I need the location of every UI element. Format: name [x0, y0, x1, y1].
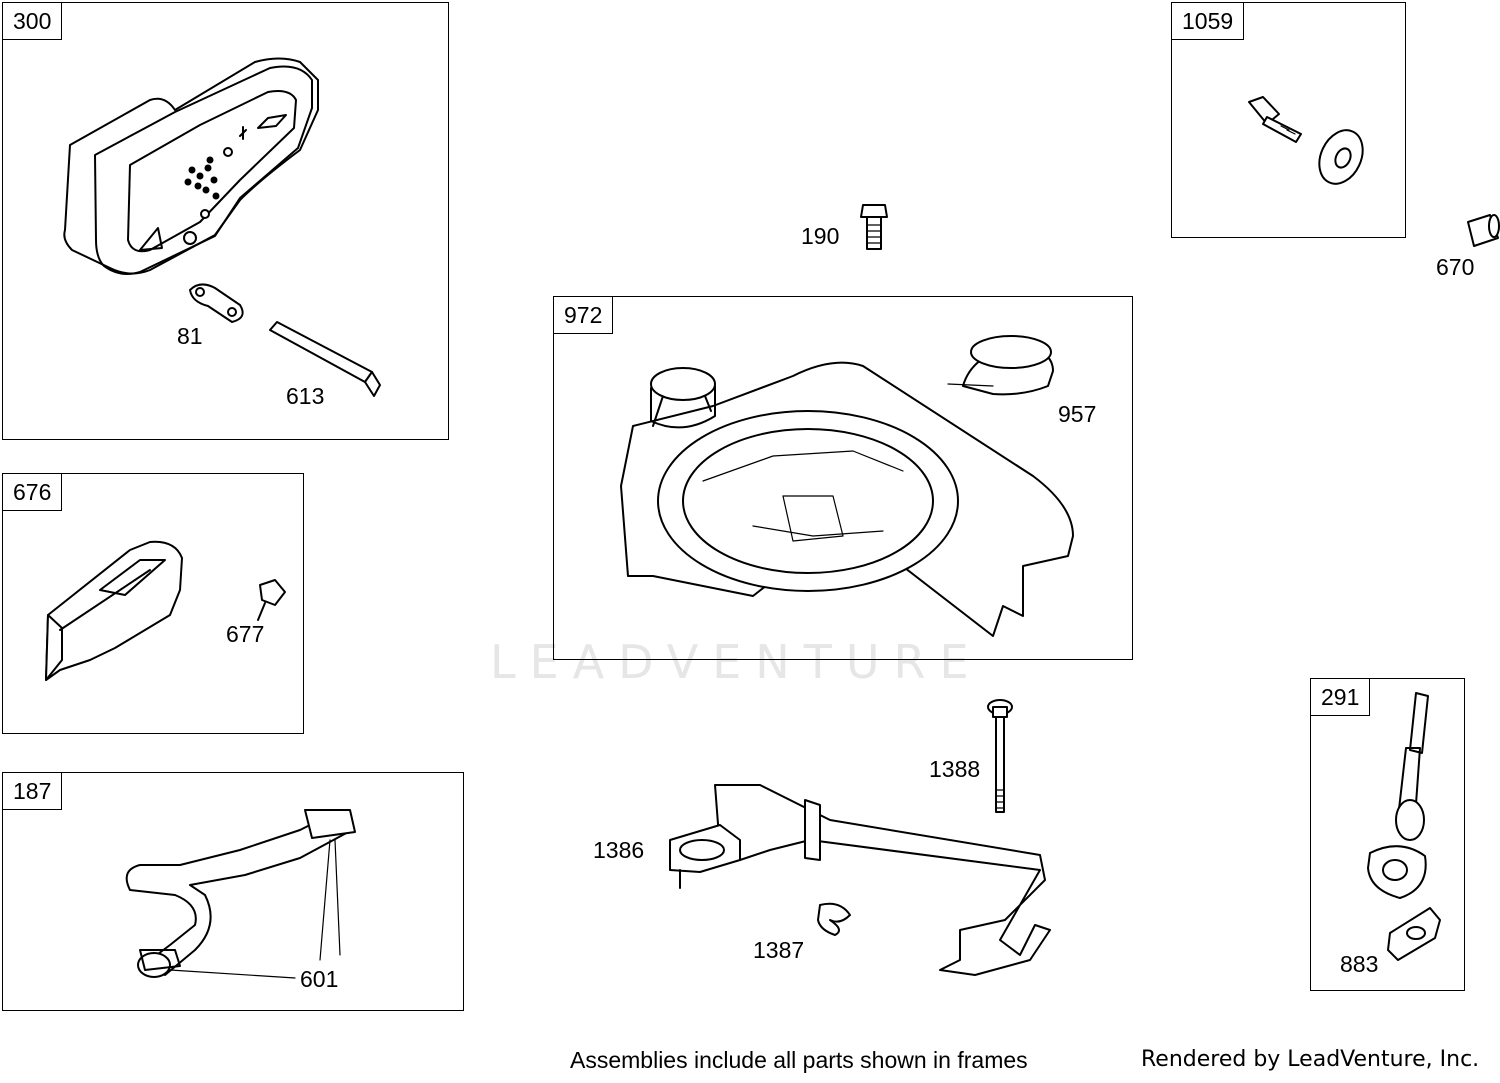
frame-label-291: 291	[1311, 679, 1371, 716]
part-label-670: 670	[1436, 254, 1475, 280]
frame-label-676: 676	[3, 474, 63, 511]
part-label-613: 613	[286, 383, 325, 409]
part-label-677: 677	[226, 621, 265, 647]
frame-label-972: 972	[554, 297, 614, 334]
fuel-tank-illustration	[620, 335, 1074, 637]
breather-tube-illustration	[125, 809, 356, 979]
assemblies-note: Assemblies include all parts shown in fr…	[570, 1047, 1028, 1073]
frame-676: 676	[2, 473, 304, 734]
frame-972: 972	[553, 296, 1133, 660]
frame-291: 291	[1310, 678, 1465, 991]
part-label-883: 883	[1340, 951, 1379, 977]
watermark: LEADVENTURE	[490, 635, 983, 689]
spacer-670-illustration	[1467, 214, 1500, 247]
frame-label-1059: 1059	[1172, 3, 1245, 40]
frame-label-300: 300	[3, 3, 63, 40]
governor-linkage-illustration	[669, 784, 1051, 976]
part-label-81: 81	[177, 323, 203, 349]
part-label-957: 957	[1058, 401, 1097, 427]
frame-300: 300	[2, 2, 449, 440]
part-label-1388: 1388	[929, 756, 981, 782]
bolt-washer-illustration	[1248, 96, 1364, 185]
dipstick-illustration	[1367, 692, 1441, 961]
frame-187: 187	[2, 772, 464, 1011]
bolt-190-illustration	[860, 204, 888, 250]
part-label-601: 601	[300, 966, 339, 992]
bolt-1388-illustration	[987, 699, 1013, 813]
muffler-illustration	[63, 57, 381, 397]
frame-1059: 1059	[1171, 2, 1406, 238]
shield-illustration	[45, 540, 286, 681]
part-label-190: 190	[801, 223, 840, 249]
part-label-1387: 1387	[753, 937, 805, 963]
rendered-by-credit: Rendered by LeadVenture, Inc.	[1141, 1047, 1480, 1072]
frame-label-187: 187	[3, 773, 63, 810]
part-label-1386: 1386	[593, 837, 645, 863]
